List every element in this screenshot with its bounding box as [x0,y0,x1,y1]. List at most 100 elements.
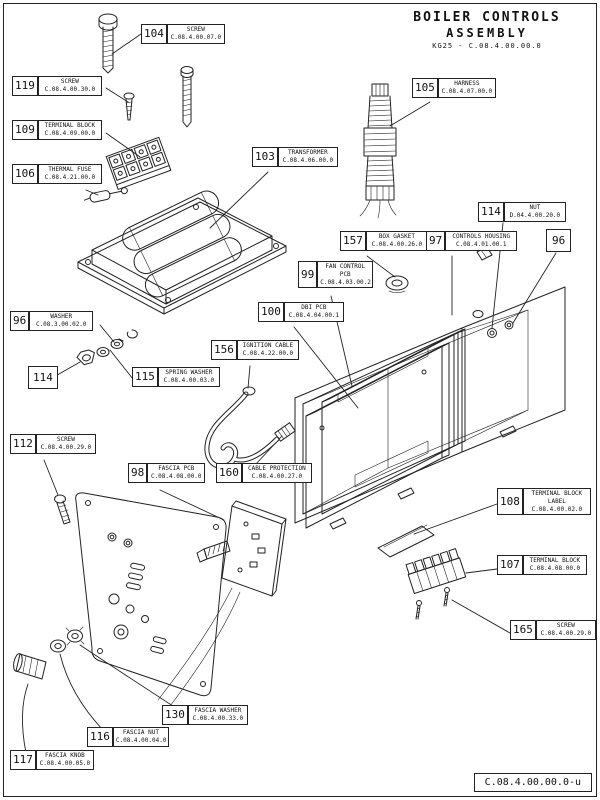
harness-part [359,83,397,219]
part-label-104: 104 SCREW C.08.4.00.07.0 [141,24,225,44]
part-number: 119 [12,76,38,96]
part-number: 112 [10,434,36,454]
part-number: 97 [426,231,446,251]
leader-lines [21,33,557,754]
part-label-text: TERMINAL BLOCK C.08.4.09.00.0 [37,120,102,140]
part-label-text: TRANSFORMER C.08.4.06.00.0 [277,147,338,167]
part-name: THERMAL FUSE [48,166,92,173]
part-name: FASCIA NUT [122,729,159,736]
part-label-text: TERMINAL BLOCK LABEL C.08.4.00.02.0 [522,488,591,516]
part-name: TRANSFORMER [288,149,328,156]
part-code: C.08.4.00.05.0 [39,759,91,767]
fascia-washer-parts [50,626,85,653]
part-label-text: THERMAL FUSE C.08.4.21.00.0 [37,164,102,184]
part-number: 105 [412,78,438,98]
terminal-block-part-109 [105,136,172,190]
thermal-fuse-part [83,187,128,203]
part-code: C.08.4.01.00.1 [455,240,507,248]
part-code: C.08.4.00.26.0 [371,240,423,248]
part-number: 104 [141,24,167,44]
part-label-text: SCREW C.08.4.00.29.0 [35,434,96,454]
part-label-109: 109 TERMINAL BLOCK C.08.4.09.00.0 [12,120,102,140]
part-label-99: 99 FAN CONTROL PCB C.08.4.03.00.2 [298,261,374,289]
part-name: SCREW [56,436,75,443]
part-name: SCREW [186,26,205,33]
part-name: TERMINAL BLOCK LABEL [531,490,583,505]
part-number: 114 [28,366,58,389]
part-number: 99 [298,261,318,289]
part-code: C.08.4.00.27.0 [251,472,303,480]
part-label-115: 115 SPRING WASHER C.08.4.00.03.0 [132,367,220,387]
part-name: NUT [529,204,541,211]
part-label-103: 103 TRANSFORMER C.08.4.06.00.0 [252,147,338,167]
part-name: CONTROLS HOUSING [452,233,511,240]
part-code: C.08.4.21.00.0 [44,173,96,181]
screw-part-top [180,66,194,128]
part-label-text: HARNESS C.08.4.07.00.0 [437,78,496,98]
page-border [3,3,597,797]
part-number: 106 [12,164,38,184]
part-name: FAN CONTROL PCB [325,263,366,278]
part-label-100: 100 DBI PCB C.08.4.04.00.1 [258,302,344,322]
fan-control-pcb-part [321,328,466,515]
screw-part-112 [54,494,71,525]
part-code: C.08.4.07.00.0 [441,87,493,95]
part-label-160: 160 CABLE PROTECTION C.08.4.00.27.0 [216,463,312,483]
part-label-text: WASHER C.08.3.00.02.0 [29,311,94,331]
part-label-text: SCREW C.08.4.00.29.0 [535,620,596,640]
part-code: C.08.4.00.29.0 [40,443,92,451]
part-number: 157 [340,231,366,251]
part-label-98: 98 FASCIA PCB C.08.4.08.00.0 [128,463,206,483]
part-label-text: SPRING WASHER C.08.4.00.03.0 [157,367,220,387]
screw-part-165 [415,587,450,620]
drawing-number: C.08.4.00.00.0-u [484,777,581,788]
part-label-97: 97 CONTROLS HOUSING C.08.4.01.00.1 [426,231,518,251]
part-label-119: 119 SCREW C.08.4.00.30.0 [12,76,102,96]
part-label-text: TERMINAL BLOCK C.08.4.08.00.0 [522,555,587,575]
fascia-pcb-part [196,500,287,597]
part-number: 96 [546,229,572,252]
part-label-text: DBI PCB C.08.4.04.00.1 [283,302,344,322]
part-name: TERMINAL BLOCK [44,122,96,129]
part-code: C.08.4.00.30.0 [44,85,96,93]
washer-nut-parts [76,329,138,366]
part-label-116: 116 FASCIA NUT C.08.4.00.04.0 [87,727,169,747]
part-code: C.08.4.08.00.0 [529,564,581,572]
screw-part-119 [123,92,135,121]
part-name: DBI PCB [301,304,327,311]
part-label-165: 165 SCREW C.08.4.00.29.0 [510,620,596,640]
part-name: FASCIA WASHER [194,707,242,714]
part-number: 114 [478,202,504,222]
part-name: FASCIA PCB [158,465,195,472]
page-subtitle: ASSEMBLY [446,26,528,40]
part-code: C.08.4.08.00.0 [150,472,202,480]
part-name: SCREW [556,622,575,629]
part-code: C.08.3.00.02.0 [35,320,87,328]
part-number: 96 [10,311,30,331]
part-number: 108 [497,488,523,516]
part-label-157: 157 BOX GASKET C.08.4.00.26.0 [340,231,428,251]
part-code: C.08.4.00.03.0 [163,376,215,384]
part-code: C.08.4.00.33.0 [192,714,244,722]
part-label-text: FASCIA PCB C.08.4.08.00.0 [147,463,206,483]
title-block: BOILER CONTROLS ASSEMBLY KG25 - C.08.4.0… [392,10,582,50]
part-code: C.08.4.06.00.0 [282,156,334,164]
part-number: 98 [128,463,148,483]
fascia-panel-part [75,492,241,707]
part-code: C.08.4.09.00.0 [44,129,96,137]
part-number: 165 [510,620,536,640]
part-label-107: 107 TERMINAL BLOCK C.08.4.08.00.0 [497,555,587,575]
part-name: IGNITION CABLE [242,342,294,349]
part-name: FASCIA KNOB [45,752,85,759]
part-code: C.08.4.00.07.0 [170,33,222,41]
part-code: C.08.4.00.02.0 [531,505,583,513]
part-label-text: CONTROLS HOUSING C.08.4.01.00.1 [445,231,518,251]
transformer-part [77,190,287,315]
part-code: C.08.4.00.04.0 [115,736,167,744]
part-number: 115 [132,367,158,387]
part-name: HARNESS [454,80,480,87]
part-number: 116 [87,727,113,747]
part-code: C.08.4.03.00.2 [320,278,371,286]
drawing-number-box: C.08.4.00.00.0-u [473,773,592,792]
